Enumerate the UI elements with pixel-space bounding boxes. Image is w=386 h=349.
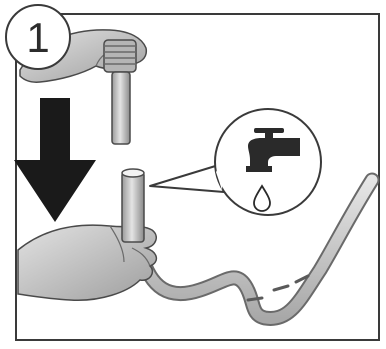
step-number-badge: 1 (5, 4, 71, 70)
step-number: 1 (26, 17, 49, 59)
hose-end-pipe (122, 169, 144, 242)
